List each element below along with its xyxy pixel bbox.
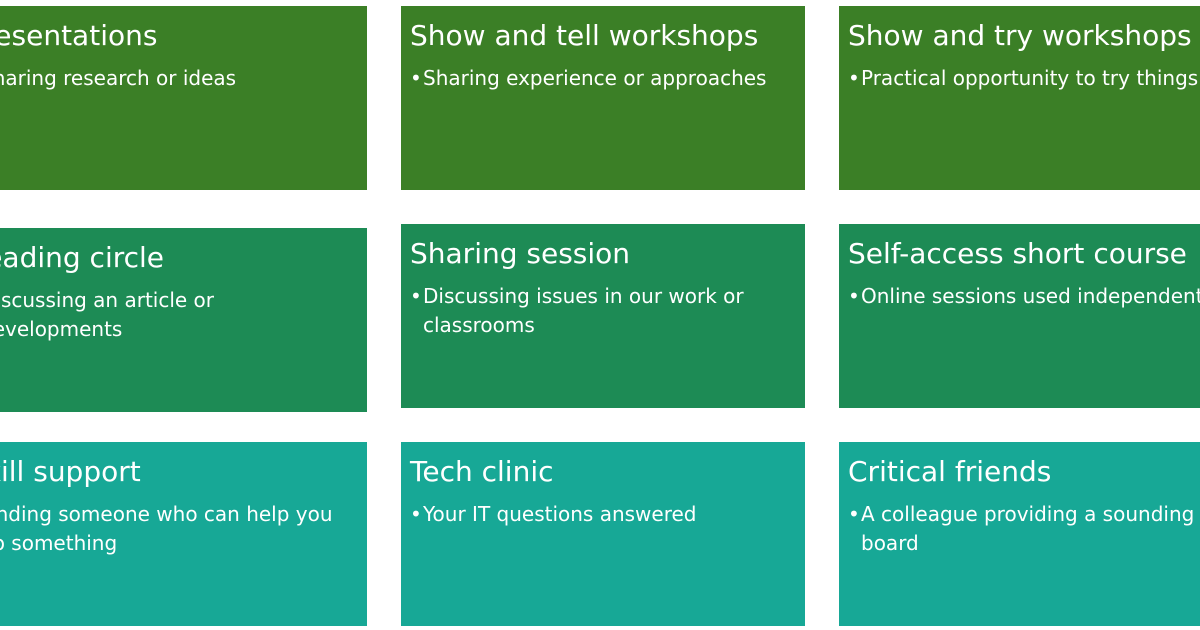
card-bullet: • Practical opportunity to try things ou…	[848, 64, 1200, 93]
card-title: Sharing session	[410, 237, 631, 270]
card-show-and-tell-workshops: Show and tell workshops • Sharing experi…	[401, 6, 805, 190]
bullet-icon: •	[848, 502, 860, 526]
card-bullet: • Your IT questions answered	[410, 500, 805, 529]
card-title: Self-access short course	[848, 237, 1187, 270]
card-bullet: • Discussing an article or developments	[0, 286, 367, 344]
card-critical-friends: Critical friends • A colleague providing…	[839, 442, 1200, 626]
card-tech-clinic: Tech clinic • Your IT questions answered	[401, 442, 805, 626]
card-description: Sharing experience or approaches	[423, 66, 767, 90]
bullet-icon: •	[848, 66, 860, 90]
card-title: Reading circle	[0, 241, 165, 274]
card-description: A colleague providing a sounding board	[861, 502, 1195, 555]
card-title: Show and tell workshops	[410, 19, 759, 52]
card-title: Show and try workshops	[848, 19, 1192, 52]
card-description: Discussing issues in our work or classro…	[423, 284, 744, 337]
card-self-access-short-course: Self-access short course • Online sessio…	[839, 224, 1200, 408]
card-bullet: • Online sessions used independently	[848, 282, 1200, 311]
card-description: Your IT questions answered	[423, 502, 697, 526]
card-show-and-try-workshops: Show and try workshops • Practical oppor…	[839, 6, 1200, 190]
card-skill-support: Skill support • Finding someone who can …	[0, 442, 367, 626]
card-description: Discussing an article or developments	[0, 288, 215, 341]
bullet-icon: •	[410, 66, 422, 90]
card-bullet: • A colleague providing a sounding board	[848, 500, 1200, 558]
card-reading-circle: Reading circle • Discussing an article o…	[0, 228, 367, 412]
bullet-icon: •	[410, 284, 422, 308]
card-description: Practical opportunity to try things out	[861, 66, 1200, 90]
card-title: Skill support	[0, 455, 141, 488]
card-description: Sharing research or ideas	[0, 66, 237, 90]
card-title: Tech clinic	[410, 455, 554, 488]
card-bullet: • Finding someone who can help you do so…	[0, 500, 367, 558]
card-description: Finding someone who can help you do some…	[0, 502, 333, 555]
card-description: Online sessions used independently	[861, 284, 1200, 308]
card-sharing-session: Sharing session • Discussing issues in o…	[401, 224, 805, 408]
card-title: Critical friends	[848, 455, 1052, 488]
card-bullet: • Discussing issues in our work or class…	[410, 282, 805, 340]
card-title: Presentations	[0, 19, 158, 52]
card-bullet: • Sharing research or ideas	[0, 64, 367, 93]
bullet-icon: •	[410, 502, 422, 526]
card-presentations: Presentations • Sharing research or idea…	[0, 6, 367, 190]
card-bullet: • Sharing experience or approaches	[410, 64, 805, 93]
bullet-icon: •	[848, 284, 860, 308]
